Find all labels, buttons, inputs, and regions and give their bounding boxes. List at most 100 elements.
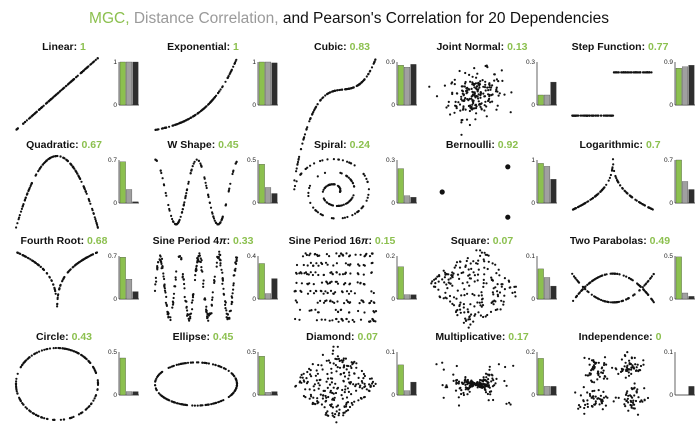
scatter-point [484,80,487,83]
scatter-point [76,74,79,77]
scatter-point [220,268,223,271]
scatter-point [495,88,498,91]
scatter-point [591,390,594,393]
scatter-point [334,413,337,416]
scatter-point [169,318,172,322]
scatter-point [341,217,344,220]
scatter-point [611,366,614,369]
scatter-point [476,72,479,75]
scatter-point [230,295,233,298]
scatter-point [488,86,491,89]
bar-dcorr [126,279,133,300]
scatter-point [358,386,361,389]
scatter-point [513,291,517,294]
scatter-point [596,372,599,375]
scatter-point [573,275,576,278]
scatter-point [463,99,466,102]
scatter-point [484,388,487,391]
scatter-point [606,396,609,399]
scatter-point [574,276,577,280]
scatter-point [373,311,376,314]
bar-mgc [537,94,544,106]
scatter-point [187,182,190,185]
scatter-point [439,189,445,195]
scatter-point [94,371,97,374]
scatter-point [593,389,596,392]
scatter-point [484,89,487,92]
scatter-point [364,254,367,257]
panel-mgc-value: 0.15 [375,235,396,247]
scatter-point [340,394,343,397]
scatter-point [456,314,459,317]
scatter-point [348,283,351,286]
scatter-point [172,365,175,368]
bar-tick-zero: 0 [252,200,256,207]
panel-mgc-value: 0.7 [646,139,661,151]
scatter-point [630,195,633,198]
scatter-point [168,207,171,211]
scatter-point [611,158,615,161]
scatter-point [641,286,644,289]
scatter-point [368,320,371,323]
scatter-point [368,255,372,258]
scatter-point [213,281,216,284]
scatter-point [54,292,57,295]
scatter-point [480,298,484,301]
scatter-point [214,364,217,367]
scatter-point [347,377,350,380]
scatter-point [227,395,230,399]
scatter-point [16,392,19,395]
scatter-point [484,379,487,382]
scatter-point [460,392,463,396]
scatter-point [457,396,460,399]
scatter-point [482,380,485,383]
scatter-point [185,305,188,308]
panel-name: Joint Normal [436,41,500,53]
scatter-point [459,308,462,311]
scatter-point [430,282,433,285]
bar-tick-zero: 0 [669,102,673,109]
scatter-point [445,297,448,300]
scatter-point [160,257,164,260]
panel-name: Ellipse [173,331,207,343]
scatter-point [626,192,629,195]
scatter-point [347,292,351,295]
panel-mgc-value: 0.83 [350,41,371,53]
scatter-point [23,255,26,258]
scatter-point [599,114,603,117]
scatter-point [93,60,96,63]
scatter-point [330,371,333,374]
scatter-point [615,177,618,180]
scatter-point [344,388,347,391]
scatter-point [639,202,643,205]
scatter-point [614,174,617,178]
panel-colon: : [491,139,497,151]
scatter-point [359,282,362,285]
scatter-point [163,283,166,286]
scatter-point [305,377,308,380]
scatter-point [15,128,18,131]
scatter-point [361,206,364,209]
scatter-point [29,410,32,413]
panel-name: Step Function [572,41,642,53]
scatter-point [230,302,233,306]
panel-name-suffix: π [219,235,227,247]
scatter-point [626,71,629,74]
scatter-point [214,221,217,224]
scatter-point [43,417,46,420]
scatter-point [18,216,21,219]
scatter-point [367,73,370,76]
scatter-point [338,359,341,363]
scatter-point [81,258,84,262]
scatter-point [314,289,317,292]
panel-mgc-value: 0.77 [648,41,669,53]
scatter-point [298,272,301,275]
scatter-point [221,271,224,274]
scatter-point [346,300,350,303]
scatter-point [230,68,233,71]
scatter-point [321,214,324,217]
scatter-point [463,381,466,384]
scatter-point [466,292,469,295]
scatter-point [488,365,491,368]
scatter-point [482,315,485,319]
